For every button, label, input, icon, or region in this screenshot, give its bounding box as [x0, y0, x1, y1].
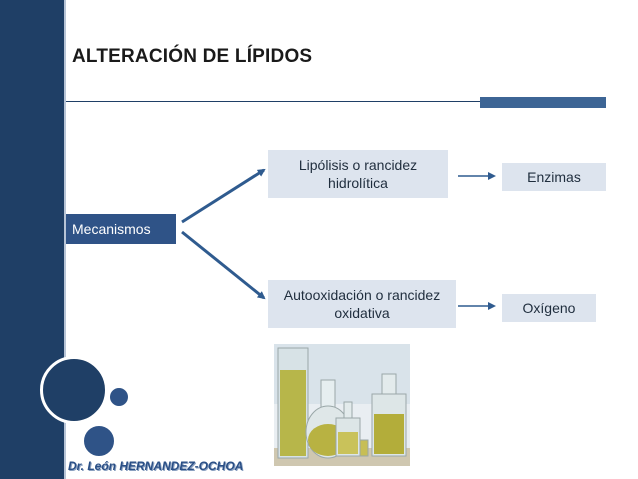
lipolisis-box: Lipólisis o rancidez hidrolítica [268, 150, 448, 198]
lipolisis-line-1: Lipólisis o rancidez [298, 157, 418, 173]
medium-blue-circle [82, 424, 116, 458]
arrow-to-autooxidacion [181, 230, 266, 300]
autooxidacion-box: Autooxidación o rancidez oxidativa [268, 280, 456, 328]
enzimas-box: Enzimas [502, 163, 606, 191]
autooxidacion-line-1: Autooxidación o rancidez [283, 287, 441, 303]
small-blue-circle [108, 386, 130, 408]
tiny-white-circle [70, 426, 77, 433]
arrow-to-lipolisis [181, 168, 266, 224]
author-credit: Dr. León HERNANDEZ-OCHOA [68, 459, 244, 473]
title-underline [66, 101, 480, 102]
large-navy-circle [40, 356, 108, 424]
oxigeno-box: Oxígeno [502, 294, 596, 322]
oil-bottles-photo [274, 344, 410, 466]
title-accent-block [480, 97, 606, 108]
slide-title: ALTERACIÓN DE LÍPIDOS [72, 46, 313, 67]
lipolisis-line-2: hidrolítica [328, 175, 388, 191]
mecanismos-box: Mecanismos [66, 214, 176, 244]
left-bar-border [64, 0, 66, 479]
autooxidacion-line-2: oxidativa [334, 305, 390, 321]
